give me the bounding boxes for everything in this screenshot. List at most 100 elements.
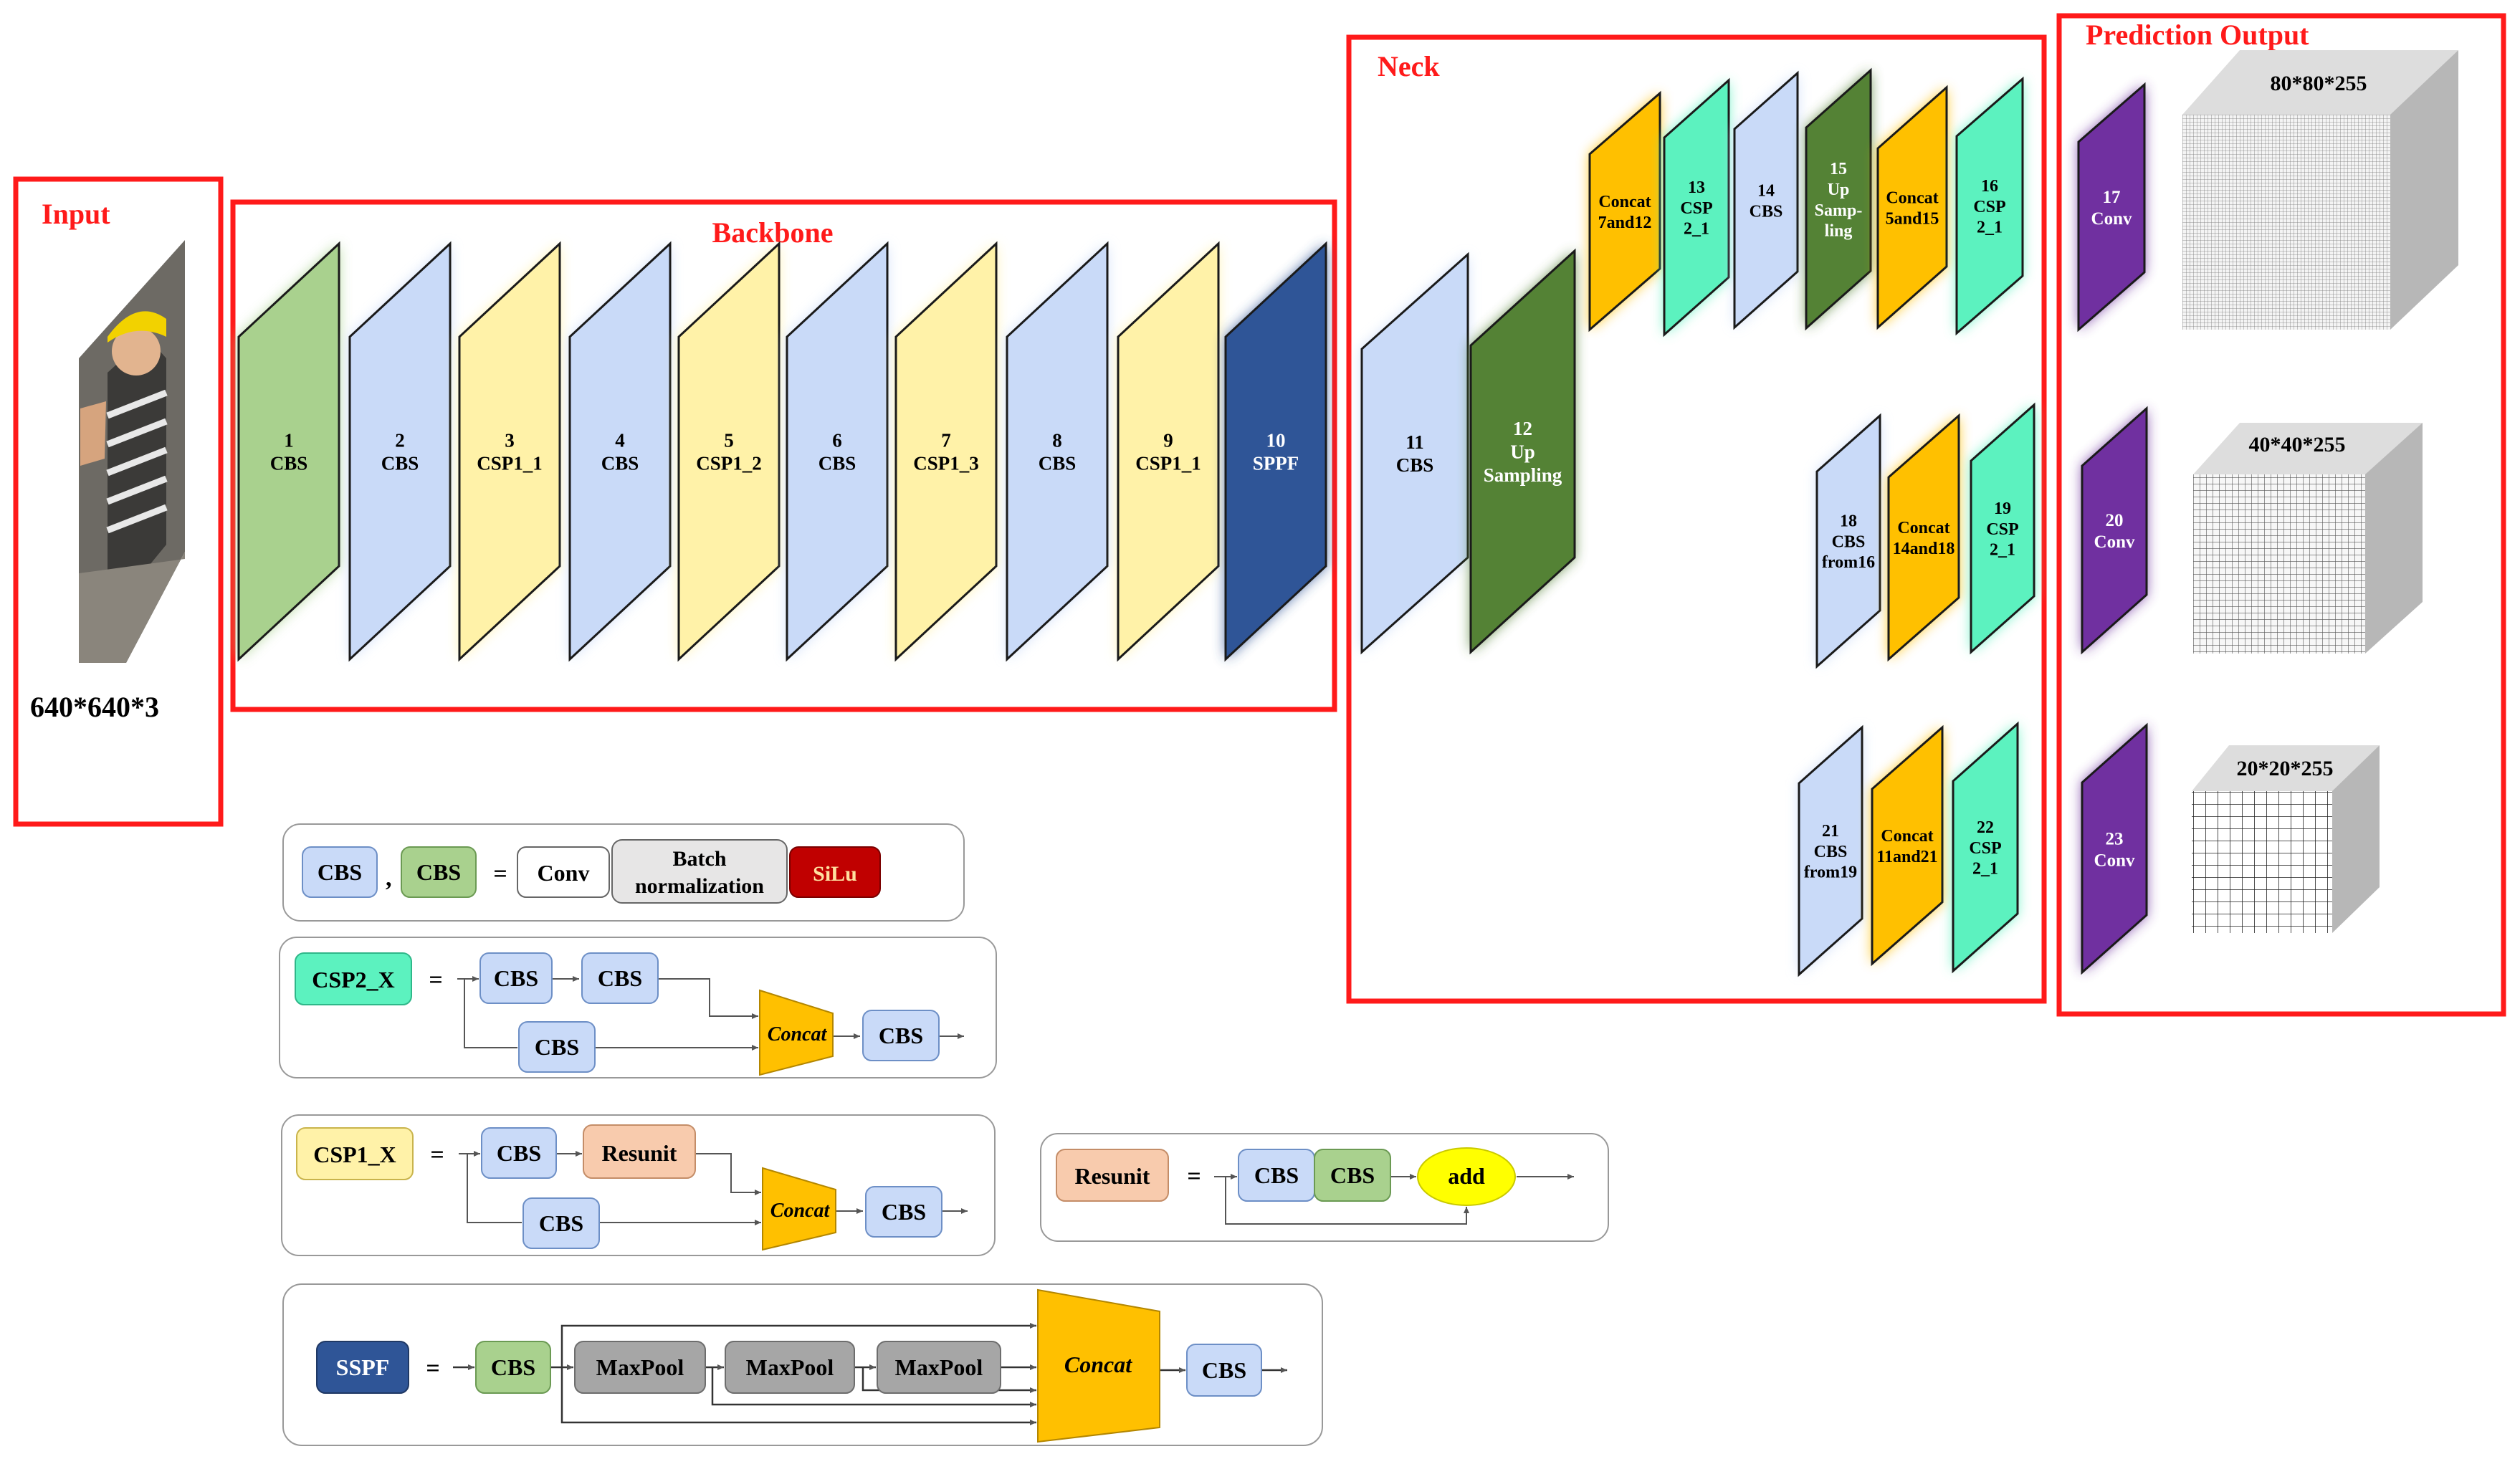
neck-layer-21-shape xyxy=(1798,724,1863,977)
neck-concat-5and15-num: Concat xyxy=(1886,189,1938,208)
backbone-layer-6-num: 6 xyxy=(832,429,842,451)
backbone-layer-1-name: CBS xyxy=(270,453,308,474)
backbone-layer-4-num: 4 xyxy=(615,429,625,451)
legend-bn-line2: normalization xyxy=(635,874,764,898)
legend-csp1-definition: CSP1_X = CBS Resunit CBS Concat CBS xyxy=(281,1114,996,1256)
legend-sppf-concat-label: Concat xyxy=(1064,1352,1132,1377)
prediction-conv-23-num: 23 xyxy=(2106,829,2124,848)
legend-conv-label: Conv xyxy=(538,860,590,886)
legend-csp2-cbs-2 xyxy=(581,952,659,1004)
prediction-conv-17-shape xyxy=(2077,82,2146,333)
input-image xyxy=(79,240,185,663)
legend-csp1-equals: = xyxy=(430,1142,444,1168)
legend-sppf-maxpool-3-label: MaxPool xyxy=(895,1354,983,1380)
input-size-label: 640*640*3 xyxy=(30,691,159,723)
backbone-layer-3-num: 3 xyxy=(505,429,515,451)
neck-concat-7and12-shape xyxy=(1588,90,1661,333)
neck-title: Neck xyxy=(1378,50,1440,82)
neck-layer-19-sub: 2_1 xyxy=(1990,541,2015,560)
legend-resunit-label: Resunit xyxy=(1075,1163,1150,1189)
neck-layer-16-sub: 2_1 xyxy=(1977,219,2003,237)
legend-csp2-cbs-2-label: CBS xyxy=(598,965,642,991)
neck-concat-7and12-num: Concat xyxy=(1598,193,1651,211)
neck-layer-12-name: Up xyxy=(1510,441,1535,462)
neck-layer-18-sub: from16 xyxy=(1822,553,1875,572)
neck-concat-11and21-name: 11and21 xyxy=(1876,848,1937,866)
legend-csp2-cbs-1 xyxy=(479,952,553,1004)
neck-layer-16-shape xyxy=(1955,76,2024,336)
legend-csp2-concat-label: Concat xyxy=(768,1023,828,1046)
neck-concat-5and15-name: 5and15 xyxy=(1886,209,1939,228)
legend-silu-box xyxy=(789,846,881,898)
neck-layer-11-name: CBS xyxy=(1396,454,1434,476)
neck-layer-19-num: 19 xyxy=(1994,499,2011,518)
neck-layer-12-shape xyxy=(1469,248,1576,655)
legend-csp2-cbs-3 xyxy=(518,1021,596,1073)
legend-sppf-maxpool-3 xyxy=(877,1341,1001,1394)
backbone-layer-1-num: 1 xyxy=(284,429,294,451)
legend-csp1-label-box xyxy=(296,1127,414,1180)
neck-layer-13-sub: 2_1 xyxy=(1684,220,1709,239)
neck-layer-18-num: 18 xyxy=(1840,512,1857,531)
backbone-title: Backbone xyxy=(712,216,834,249)
backbone-layer-5-shape xyxy=(677,241,781,662)
input-frame xyxy=(13,176,224,827)
neck-layer-19-name: CSP xyxy=(1986,520,2018,539)
legend-resunit-definition: Resunit = CBS CBS add xyxy=(1040,1133,1609,1242)
layer-blocks: 1CBS2CBS3CSP1_14CBS5CSP1_26CBS7CSP1_38CB… xyxy=(237,67,2148,977)
neck-layer-15-num: 15 xyxy=(1830,160,1847,178)
backbone-layer-7-num: 7 xyxy=(941,429,951,451)
backbone-layer-10-shape xyxy=(1224,241,1327,662)
legend-silu-label: SiLu xyxy=(813,862,857,886)
output-size-80: 80*80*255 xyxy=(2271,72,2367,95)
legend-add-label: add xyxy=(1448,1163,1485,1189)
neck-concat-5and15-shape xyxy=(1876,85,1948,330)
prediction-conv-20-num: 20 xyxy=(2106,511,2124,530)
legend-sppf-maxpool-2-label: MaxPool xyxy=(746,1354,834,1380)
neck-layer-13-num: 13 xyxy=(1688,178,1705,197)
backbone-layer-7-name: CSP1_3 xyxy=(913,453,979,474)
legend-sppf-cbs-2 xyxy=(1186,1344,1262,1397)
neck-layer-12-sub: Sampling xyxy=(1484,464,1562,486)
legend-add-node xyxy=(1417,1147,1516,1206)
legend-sppf-maxpool-2 xyxy=(725,1341,855,1394)
neck-layer-14-num: 14 xyxy=(1757,182,1775,201)
legend-csp2-concat xyxy=(759,989,834,1076)
legend-csp2-cbs-1-label: CBS xyxy=(494,965,538,991)
section-frames xyxy=(13,13,2506,1017)
prediction-conv-17-num: 17 xyxy=(2103,188,2121,207)
legend-resunit-cbs-2 xyxy=(1314,1149,1391,1202)
backbone-layer-2-shape xyxy=(348,241,452,662)
legend-csp2-equals: = xyxy=(429,967,442,993)
input-yellow-hat xyxy=(108,311,166,343)
prediction-conv-17-name: Conv xyxy=(2091,209,2132,229)
neck-concat-7and12-name: 7and12 xyxy=(1598,214,1652,232)
legend-csp1-cbs-3-label: CBS xyxy=(882,1199,926,1225)
neck-layer-15-sub2: ling xyxy=(1825,222,1853,241)
legend-csp2-label-box xyxy=(295,952,412,1005)
legend-bn-line1: Batch xyxy=(673,847,727,871)
backbone-layer-10-name: SPPF xyxy=(1253,453,1299,474)
neck-concat-7and12: Concat 7and12 xyxy=(1588,90,1661,333)
backbone-layer-9-shape xyxy=(1117,241,1220,662)
neck-layer-22-sub: 2_1 xyxy=(1972,860,1998,879)
legend-cbs-blue-box xyxy=(302,846,378,898)
neck-layer-12-num: 12 xyxy=(1513,418,1532,439)
legend-csp1-cbs-3 xyxy=(865,1186,942,1238)
legend-sppf-cbs-1-label: CBS xyxy=(491,1354,535,1380)
legend-cbs-green-box xyxy=(401,846,477,898)
legend-sppf-concat xyxy=(1037,1288,1160,1443)
